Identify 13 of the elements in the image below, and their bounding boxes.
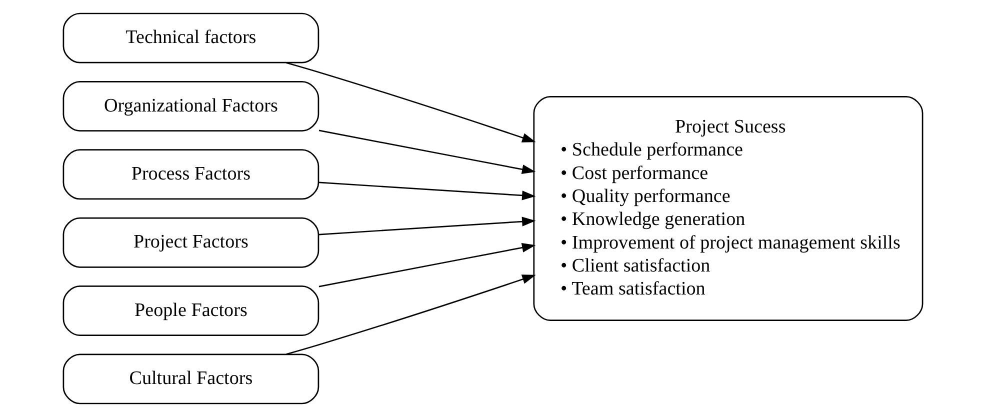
arrow <box>285 62 536 142</box>
node-box: People Factors <box>62 286 319 336</box>
arrow <box>318 182 536 200</box>
node-box: Process Factors <box>62 149 319 200</box>
arrow <box>318 130 536 174</box>
node-box: Technical factors <box>62 12 319 64</box>
node-box: Organizational Factors <box>62 81 319 132</box>
node-box: Cultural Factors <box>62 354 319 404</box>
arrow <box>318 242 536 288</box>
arrow <box>318 216 536 236</box>
node-box: Project Factors <box>62 217 319 268</box>
node-box: Project Sucess • Schedule performance • Cost performance • Quality performance • Knowledge generation • Improvement of project management skills • Client satisfaction • Team satisfaction <box>532 96 923 321</box>
arrow <box>285 274 536 355</box>
